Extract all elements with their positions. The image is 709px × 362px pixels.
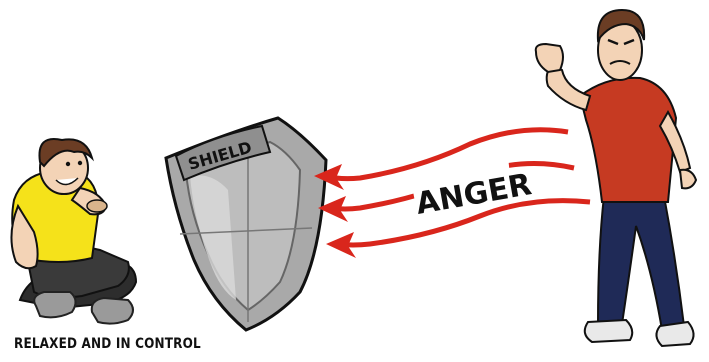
relaxed-boy-figure	[11, 139, 136, 324]
angry-man-figure	[536, 10, 696, 346]
caption-text: RELAXED AND IN CONTROL	[14, 336, 203, 358]
anger-arrows: ANGER	[314, 130, 590, 258]
shield-graphic: SHIELD	[166, 118, 326, 330]
